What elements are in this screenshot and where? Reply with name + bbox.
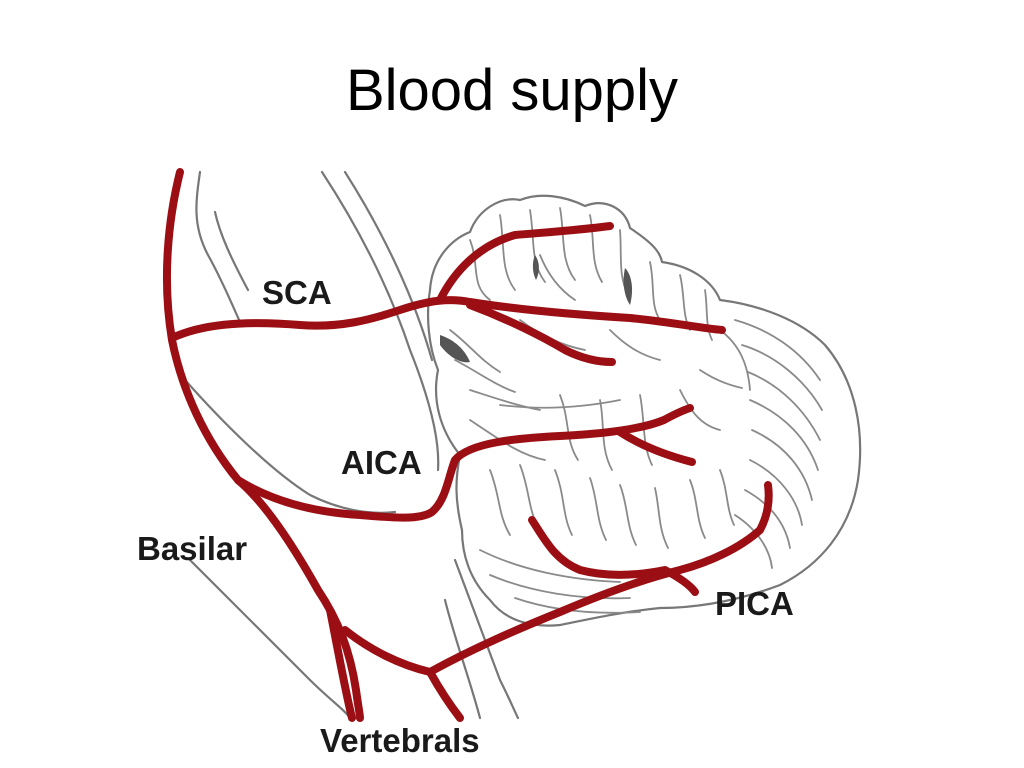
brainstem-outline — [176, 170, 520, 720]
cerebellum-folia — [440, 207, 743, 614]
aica-artery — [234, 404, 694, 522]
sca-artery — [168, 296, 726, 342]
vertebral-artery-left — [326, 606, 356, 722]
label-sca: SCA — [262, 274, 332, 311]
label-pica: PICA — [715, 585, 794, 622]
label-vertebrals: Vertebrals — [320, 722, 480, 759]
aica-branch — [616, 428, 696, 466]
labels: SCA AICA Basilar PICA Vertebrals — [137, 274, 794, 759]
slide-title: Blood supply — [345, 58, 679, 123]
basilar-artery — [162, 168, 364, 722]
pica-artery — [426, 481, 773, 676]
sca-branch-upper — [436, 222, 614, 304]
label-aica: AICA — [341, 444, 422, 481]
sca-branch-lower — [466, 301, 616, 366]
cerebellum-outline — [426, 194, 862, 627]
vertebral-artery-right — [341, 626, 464, 722]
arteries — [162, 168, 773, 722]
pica-branch — [528, 516, 699, 596]
label-basilar: Basilar — [137, 530, 247, 567]
